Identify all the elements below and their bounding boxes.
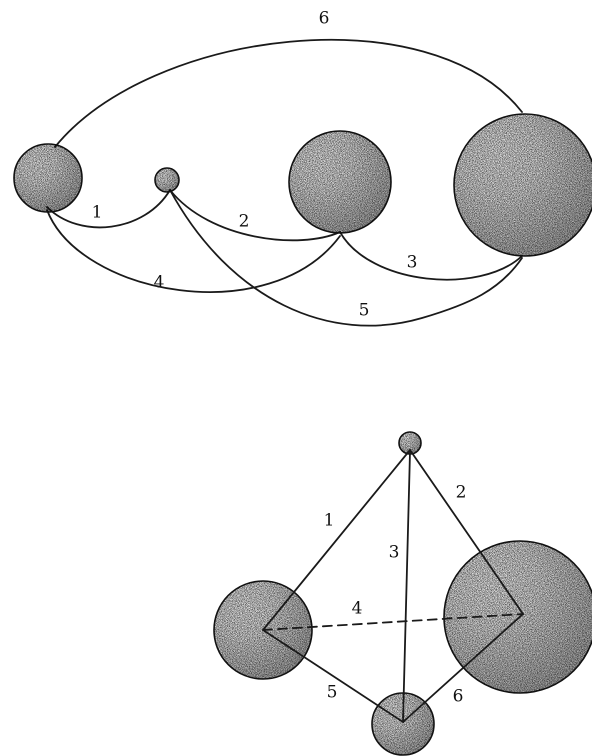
bottom-label-5: 5 [327, 683, 338, 703]
top-label-1: 1 [92, 203, 103, 223]
bottom-diagram: 1 2 3 4 5 6 [213, 431, 592, 756]
top-sphere-b [154, 167, 180, 193]
top-label-4: 4 [154, 273, 165, 293]
top-edge-1 [46, 189, 171, 229]
top-edge-2 [169, 189, 341, 242]
bottom-label-6: 6 [453, 687, 464, 707]
bottom-edge-6 [402, 613, 524, 723]
bottom-edge-4 [262, 613, 524, 631]
top-label-6: 6 [319, 9, 330, 29]
bottom-edge-3 [402, 451, 411, 723]
top-edge-4 [46, 209, 341, 293]
top-edge-3 [339, 231, 523, 281]
bottom-sphere-right [443, 540, 592, 694]
top-sphere-d [453, 113, 592, 257]
bottom-edge-2 [409, 449, 524, 615]
top-diagram: 6 1 2 3 4 5 [13, 9, 592, 327]
top-sphere-c [288, 130, 392, 234]
top-label-5: 5 [359, 301, 370, 321]
bottom-label-4: 4 [352, 599, 363, 619]
bottom-label-3: 3 [389, 543, 400, 563]
bottom-sphere-top [398, 431, 422, 455]
top-label-3: 3 [407, 253, 418, 273]
top-sphere-a [13, 143, 83, 213]
top-edge-5 [169, 189, 523, 327]
bottom-edge-5 [262, 629, 404, 723]
bottom-edge-1 [262, 449, 411, 631]
top-label-2: 2 [239, 212, 250, 232]
bottom-label-1: 1 [324, 511, 335, 531]
bottom-label-2: 2 [456, 483, 467, 503]
top-edge-6 [54, 38, 523, 148]
